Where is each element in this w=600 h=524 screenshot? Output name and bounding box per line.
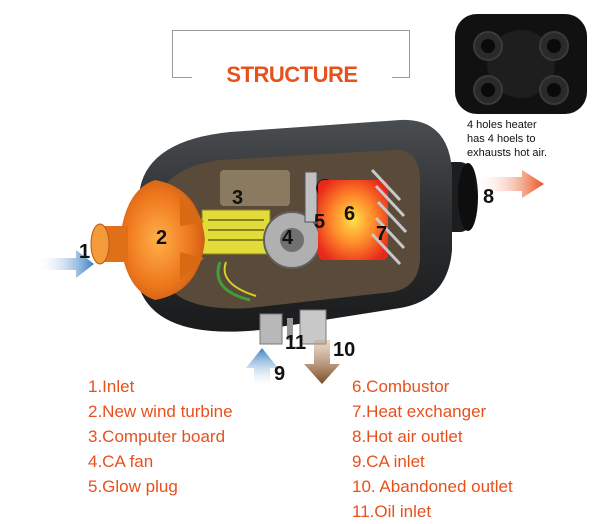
legend-item: 3.Computer board	[88, 424, 233, 449]
legend-item: 9.CA inlet	[352, 449, 513, 474]
outlet-head-image	[455, 14, 587, 114]
callout-2: 2	[156, 228, 167, 248]
legend-right: 6.Combustor 7.Heat exchanger 8.Hot air o…	[352, 374, 513, 524]
callout-5: 5	[314, 212, 325, 232]
callout-6: 6	[344, 204, 355, 224]
outlet-note: 4 holes heater has 4 hoels to exhausts h…	[467, 118, 587, 160]
legend-left: 1.Inlet 2.New wind turbine 3.Computer bo…	[88, 374, 233, 499]
legend-item: 11.Oil inlet	[352, 499, 513, 524]
callout-4: 4	[282, 228, 293, 248]
callout-8: 8	[483, 187, 494, 207]
callout-7: 7	[376, 224, 387, 244]
callout-9: 9	[274, 364, 285, 384]
legend-item: 1.Inlet	[88, 374, 233, 399]
callout-3: 3	[232, 188, 243, 208]
legend-item: 6.Combustor	[352, 374, 513, 399]
legend-item: 4.CA fan	[88, 449, 233, 474]
note-line: exhausts hot air.	[467, 146, 587, 160]
legend-item: 5.Glow plug	[88, 474, 233, 499]
callout-1: 1	[79, 242, 90, 262]
callout-11: 11	[285, 333, 306, 353]
legend-item: 10. Abandoned outlet	[352, 474, 513, 499]
note-line: has 4 hoels to	[467, 132, 587, 146]
legend-item: 8.Hot air outlet	[352, 424, 513, 449]
legend-item: 7.Heat exchanger	[352, 399, 513, 424]
page-title: STRUCTURE	[192, 60, 392, 90]
legend-item: 2.New wind turbine	[88, 399, 233, 424]
note-line: 4 holes heater	[467, 118, 587, 132]
callout-10: 10	[333, 340, 355, 360]
fan-cover	[91, 180, 205, 300]
